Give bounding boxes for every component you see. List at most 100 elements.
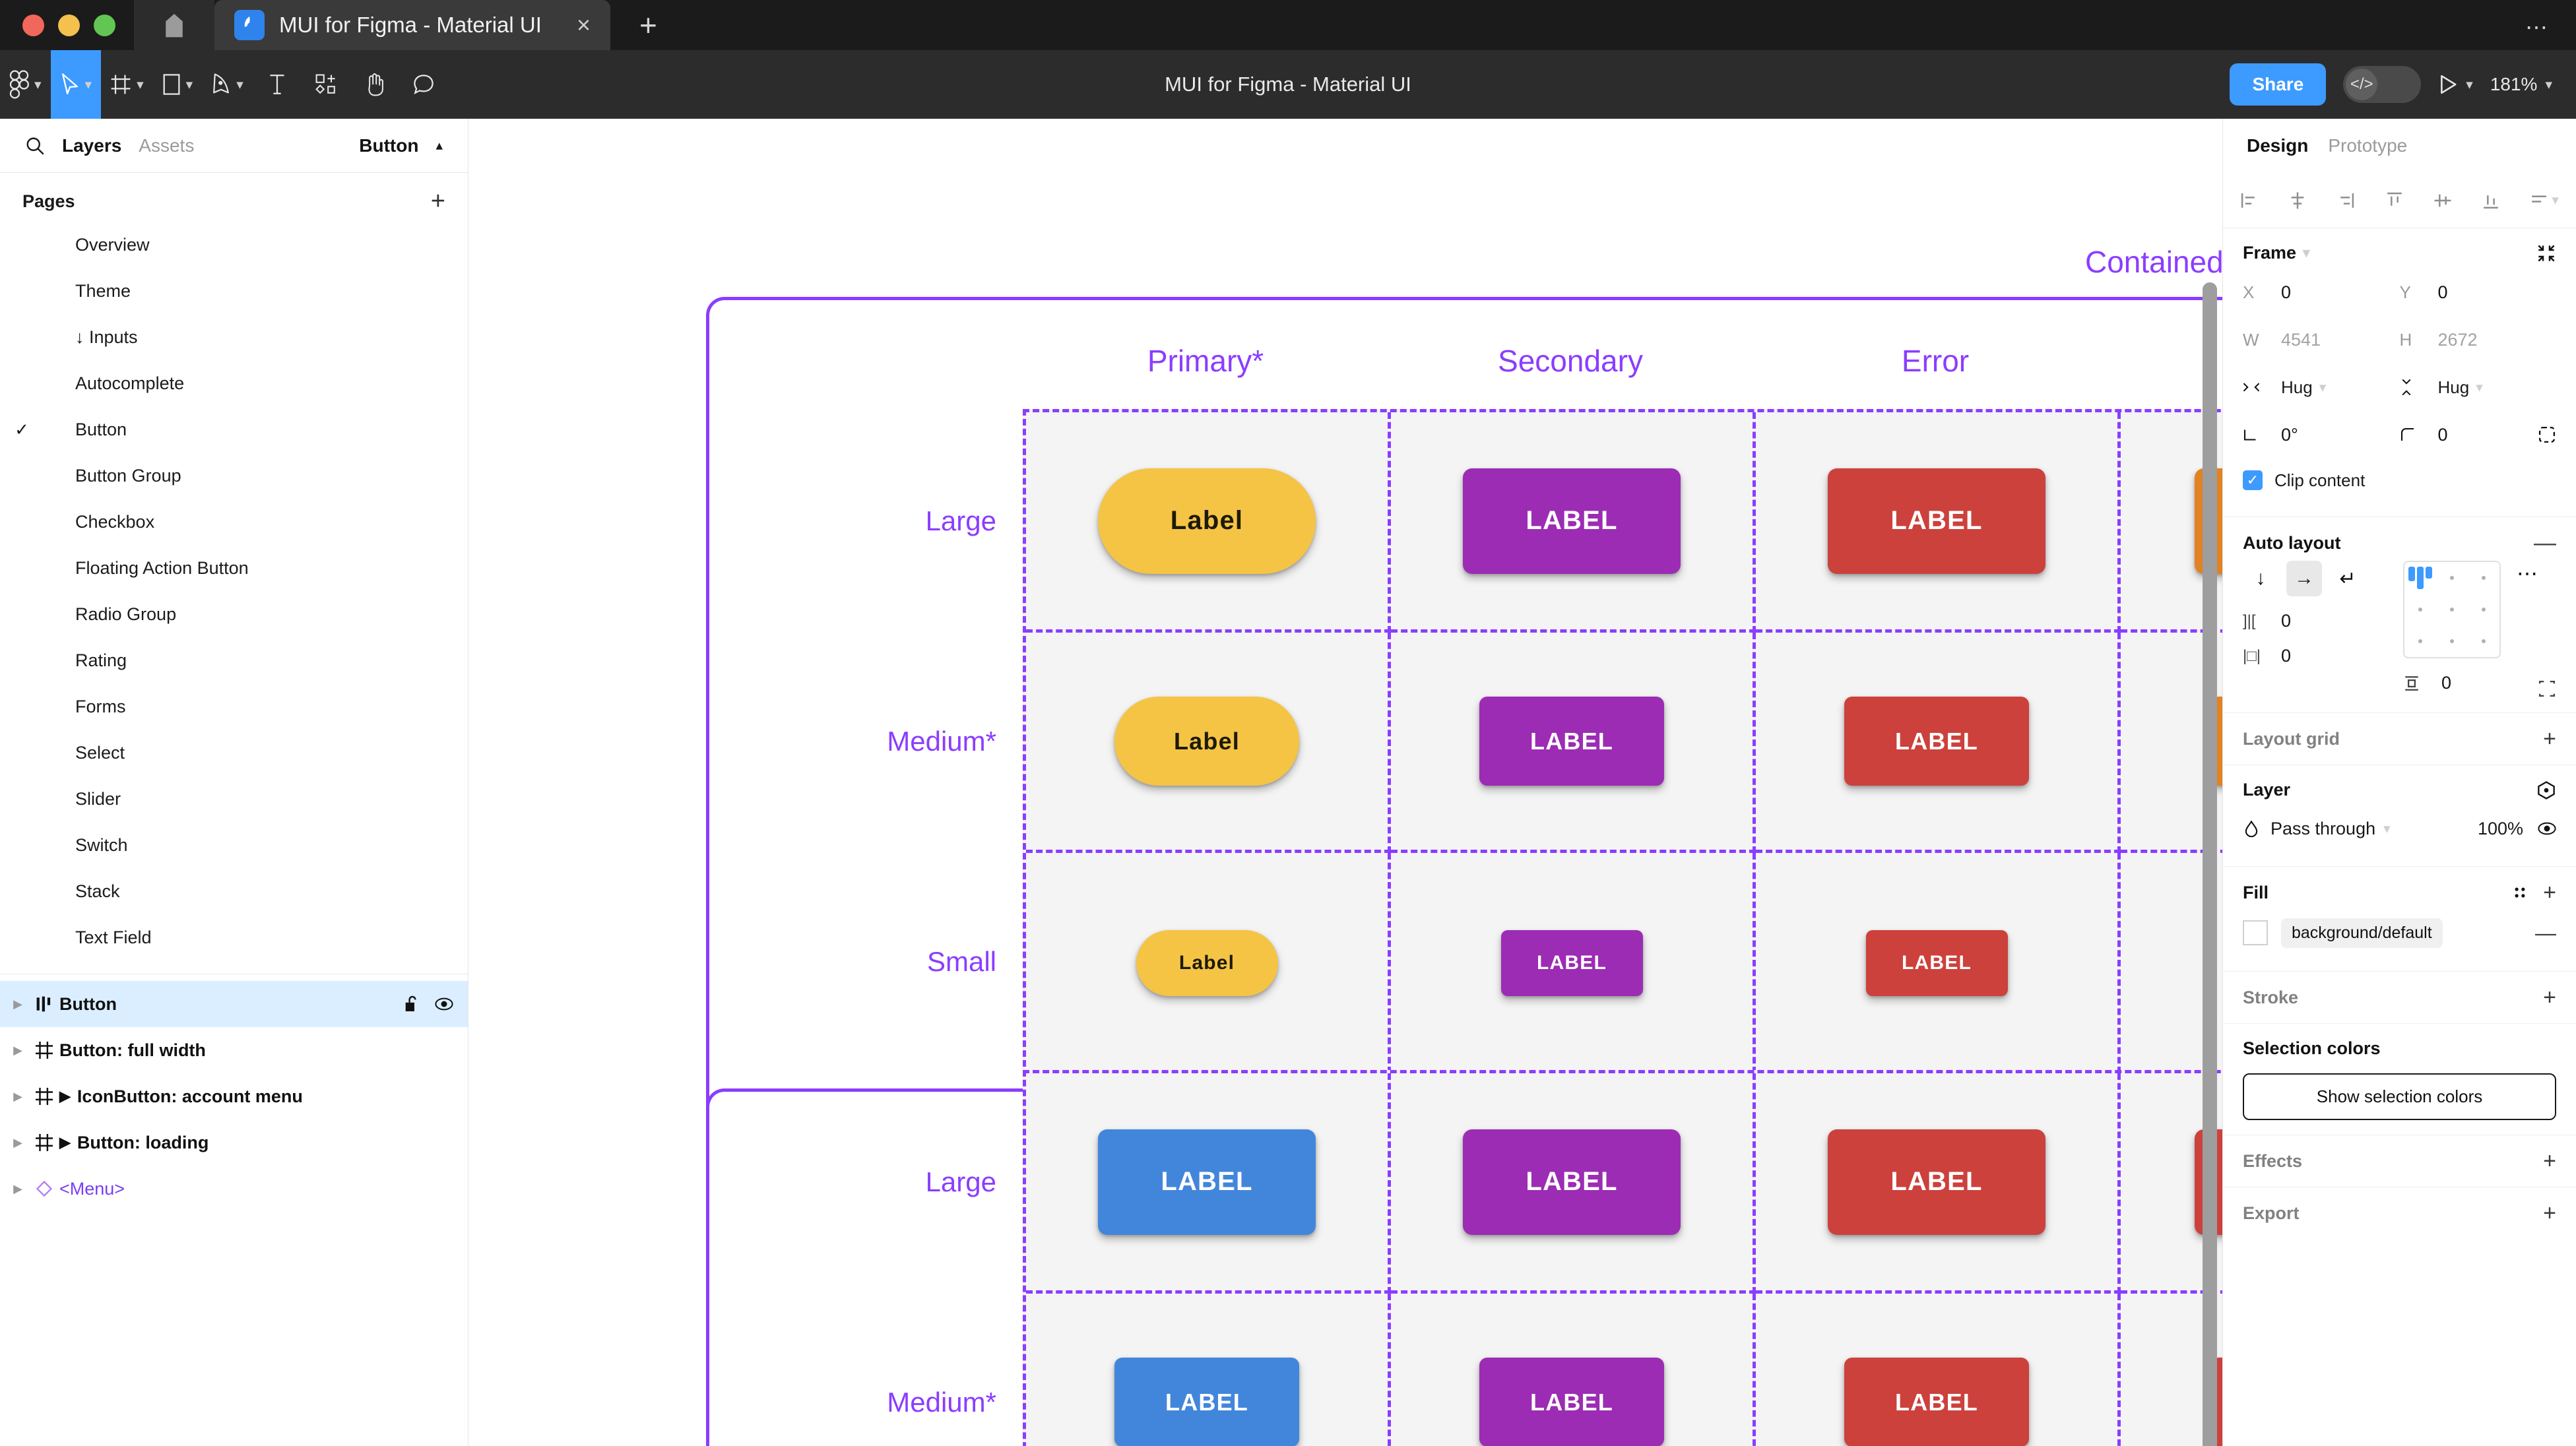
align-dot[interactable] — [2482, 576, 2486, 580]
frame-tool-button[interactable]: ▾ — [101, 50, 153, 119]
align-bottom-icon[interactable] — [2482, 191, 2500, 210]
shape-tool-button[interactable]: ▾ — [153, 50, 203, 119]
button-error-large-2[interactable]: LABEL — [1828, 1129, 2045, 1235]
fill-token-chip[interactable]: background/default — [2281, 918, 2443, 948]
align-top-icon[interactable] — [2385, 191, 2404, 210]
page-item-overview[interactable]: Overview — [0, 222, 468, 268]
add-export-icon[interactable]: + — [2543, 1201, 2556, 1226]
expand-arrow-icon[interactable]: ▶ — [13, 997, 22, 1011]
comment-tool-button[interactable] — [399, 50, 448, 119]
independent-corners-icon[interactable] — [2538, 425, 2556, 444]
hand-tool-button[interactable] — [350, 50, 399, 119]
text-tool-button[interactable] — [253, 50, 302, 119]
add-stroke-icon[interactable]: + — [2543, 985, 2556, 1010]
show-selection-colors-button[interactable]: Show selection colors — [2243, 1073, 2556, 1120]
align-dot[interactable] — [2450, 639, 2454, 643]
tab-design[interactable]: Design — [2247, 135, 2309, 156]
move-tool-button[interactable]: ▾ — [50, 50, 102, 119]
align-dot[interactable] — [2482, 608, 2486, 612]
x-value[interactable]: 0 — [2281, 282, 2292, 302]
clip-content-row[interactable]: ✓ Clip content — [2243, 458, 2556, 502]
remove-fill-icon[interactable]: — — [2535, 920, 2556, 945]
layer-row-button[interactable]: ▶ Button — [0, 981, 468, 1027]
layer-visibility-icon[interactable] — [2538, 821, 2556, 836]
rotation-value[interactable]: 0° — [2281, 424, 2298, 445]
collapse-triangle-icon[interactable]: ▶ — [59, 1088, 71, 1104]
page-item-rating[interactable]: Rating — [0, 637, 468, 683]
close-window-button[interactable] — [22, 14, 44, 36]
w-value[interactable]: 4541 — [2281, 329, 2321, 350]
layer-row-button-loading[interactable]: ▶ ▶ Button: loading — [0, 1119, 468, 1166]
page-item-radio-group[interactable]: Radio Group — [0, 591, 468, 637]
window-more-icon[interactable]: ⋯ — [2525, 15, 2550, 40]
expand-arrow-icon[interactable]: ▶ — [13, 1089, 22, 1103]
page-item-floating-action-button[interactable]: Floating Action Button — [0, 545, 468, 591]
maximize-window-button[interactable] — [94, 14, 115, 36]
opacity-value[interactable]: 100% — [2477, 818, 2523, 838]
align-left-icon[interactable] — [2240, 191, 2259, 210]
button-error-medium-2[interactable]: LABEL — [1844, 1358, 2029, 1446]
button-primary-large-2[interactable]: LABEL — [1098, 1129, 1316, 1235]
expand-arrow-icon[interactable]: ▶ — [13, 1043, 22, 1057]
hug-height-dropdown[interactable]: Hug▾ — [2438, 377, 2483, 398]
resize-to-fit-icon[interactable] — [2536, 243, 2556, 263]
layer-styles-icon[interactable] — [2536, 780, 2556, 800]
button-error-medium[interactable]: LABEL — [1844, 697, 2029, 786]
page-item-theme[interactable]: Theme — [0, 268, 468, 314]
page-item-button-group[interactable]: Button Group — [0, 453, 468, 499]
align-dot[interactable] — [2418, 639, 2422, 643]
page-item-forms[interactable]: Forms — [0, 683, 468, 730]
distribute-menu-icon[interactable]: ▾ — [2530, 191, 2559, 210]
zoom-control[interactable]: 181% ▾ — [2490, 74, 2552, 95]
align-dot[interactable] — [2418, 608, 2422, 612]
page-item-autocomplete[interactable]: Autocomplete — [0, 360, 468, 406]
tab-prototype[interactable]: Prototype — [2328, 135, 2408, 156]
expand-arrow-icon[interactable]: ▶ — [13, 1181, 22, 1195]
present-button[interactable]: ▾ — [2438, 74, 2473, 95]
clip-strokes-icon[interactable] — [2538, 679, 2556, 698]
pen-tool-button[interactable]: ▾ — [202, 50, 253, 119]
auto-layout-vertical-padding[interactable]: 0 — [2403, 673, 2501, 693]
align-dot[interactable] — [2450, 608, 2454, 612]
button-secondary-small[interactable]: LABEL — [1500, 930, 1643, 996]
add-layout-grid-icon[interactable]: + — [2543, 726, 2556, 751]
direction-horizontal-icon[interactable]: → — [2286, 561, 2322, 596]
page-item-checkbox[interactable]: Checkbox — [0, 499, 468, 545]
layer-row-button-full-width[interactable]: ▶ Button: full width — [0, 1027, 468, 1073]
direction-wrap-icon[interactable]: ↵ — [2339, 567, 2356, 590]
button-primary-large[interactable]: Label — [1098, 468, 1316, 574]
clip-content-checkbox[interactable]: ✓ — [2243, 470, 2263, 490]
alignment-pad[interactable] — [2403, 561, 2501, 658]
canvas-vertical-scrollbar[interactable] — [2203, 282, 2217, 1446]
align-right-icon[interactable] — [2336, 191, 2355, 210]
button-secondary-medium[interactable]: LABEL — [1479, 697, 1664, 786]
dev-mode-toggle[interactable]: </> — [2343, 66, 2422, 103]
chevron-up-icon[interactable]: ▴ — [435, 138, 443, 153]
fill-styles-icon[interactable] — [2511, 884, 2528, 901]
direction-vertical-icon[interactable]: ↓ — [2255, 567, 2266, 589]
close-tab-icon[interactable]: × — [576, 11, 591, 38]
browser-tab[interactable]: MUI for Figma - Material UI × — [214, 0, 610, 50]
page-item-button[interactable]: ✓Button — [0, 406, 468, 453]
button-secondary-large-2[interactable]: LABEL — [1463, 1129, 1681, 1235]
chevron-down-icon[interactable]: ▾ — [2303, 245, 2310, 261]
home-button[interactable] — [134, 0, 214, 50]
page-item-stack[interactable]: Stack — [0, 868, 468, 914]
collapse-triangle-icon[interactable]: ▶ — [59, 1134, 71, 1150]
resources-tool-button[interactable] — [302, 50, 350, 119]
figma-menu-button[interactable]: ▾ — [0, 50, 51, 119]
share-button[interactable]: Share — [2230, 63, 2327, 106]
button-error-large[interactable]: LABEL — [1828, 468, 2045, 574]
page-item-text-field[interactable]: Text Field — [0, 914, 468, 960]
hug-width-dropdown[interactable]: Hug▾ — [2281, 377, 2326, 398]
blend-mode-dropdown[interactable]: Pass through ▾ — [2270, 819, 2391, 839]
button-error-small[interactable]: LABEL — [1865, 930, 2008, 996]
add-page-icon[interactable]: + — [430, 187, 445, 215]
auto-layout-horizontal-padding[interactable]: |□| 0 — [2243, 646, 2387, 666]
h-value[interactable]: 2672 — [2437, 329, 2478, 350]
button-primary-small[interactable]: Label — [1136, 930, 1278, 996]
remove-auto-layout-icon[interactable]: — — [2534, 530, 2556, 555]
auto-layout-gap[interactable]: ]|[ 0 — [2243, 611, 2387, 631]
tab-assets[interactable]: Assets — [139, 135, 195, 156]
align-dot[interactable] — [2450, 576, 2454, 580]
